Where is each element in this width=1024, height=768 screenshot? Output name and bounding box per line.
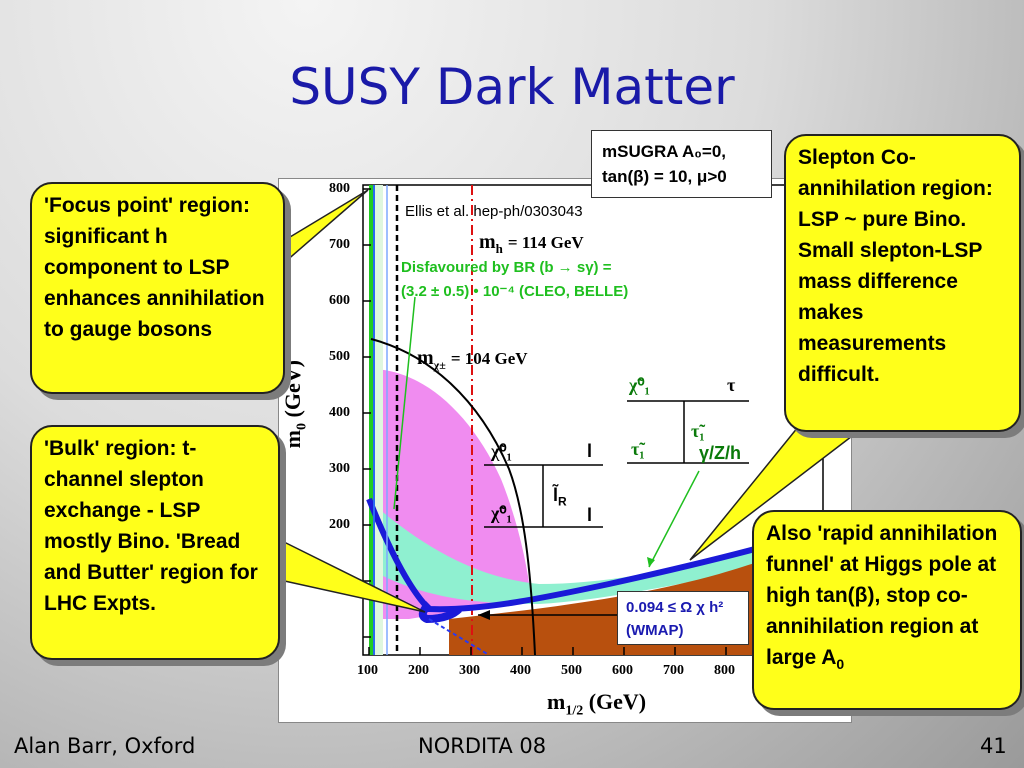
y-tick-700: 700 — [329, 237, 350, 252]
y-tick-300: 300 — [329, 461, 350, 476]
y-tick-200: 200 — [329, 517, 350, 532]
disfavoured-line1: Disfavoured by BR (b → sγ) = — [401, 259, 612, 276]
x-tick-700: 700 — [663, 663, 684, 678]
x-axis-title: m1/2 (GeV) — [547, 689, 647, 719]
mh-label: mh = 114 GeV — [479, 231, 584, 256]
pink-boundary — [370, 338, 536, 656]
disfavoured-arrow — [393, 296, 416, 510]
wmap-line2: (WMAP) — [626, 622, 684, 639]
msugra-line1: mSUGRA A₀=0, — [602, 142, 727, 161]
callout-focus-point: 'Focus point' region: significant h comp… — [30, 182, 285, 394]
callout-rapid-funnel: Also 'rapid annihilation funnel' at Higg… — [752, 510, 1022, 710]
x-tick-500: 500 — [561, 663, 582, 678]
footer-author: Alan Barr, Oxford — [14, 734, 196, 758]
callout-slepton-coannihilation: Slepton Co-annihilation region: LSP ~ pu… — [784, 134, 1021, 432]
x-tick-200: 200 — [408, 663, 429, 678]
wmap-line1: 0.094 ≤ Ω χ h² — [626, 599, 724, 616]
diag2-tau-top: τ — [727, 375, 736, 395]
x-tick-300: 300 — [459, 663, 480, 678]
diag1-l-bottom: l — [587, 505, 593, 525]
slide-title: SUSY Dark Matter — [289, 58, 735, 116]
y-tick-800: 800 — [329, 181, 350, 196]
x-tick-100: 100 — [357, 663, 378, 678]
wmap-constraint-box: 0.094 ≤ Ω χ h² (WMAP) — [617, 591, 749, 645]
x-tick-800: 800 — [714, 663, 735, 678]
callout-bulk-region: 'Bulk' region: t-channel slepton exchang… — [30, 425, 280, 660]
green-strip-light — [375, 185, 383, 655]
cyan-region — [379, 509, 823, 604]
disfavoured-line2: (3.2 ± 0.5) • 10⁻⁴ (CLEO, BELLE) — [401, 283, 629, 300]
y-tick-400: 400 — [329, 405, 350, 420]
diag1-l-tilde: l̃R — [553, 485, 567, 509]
y-tick-600: 600 — [329, 293, 350, 308]
y-tick-500: 500 — [329, 349, 350, 364]
y-tick-100: 100 — [329, 573, 350, 588]
footer-conference: NORDITA 08 — [418, 734, 547, 758]
diag2-chi-top: χ̃⁰₁ — [629, 375, 650, 395]
msugra-parameters-box: mSUGRA A₀=0, tan(β) = 10, μ>0 — [591, 130, 772, 198]
diag1-chi-top: χ̃⁰₁ — [491, 441, 512, 461]
diag1-l-top: l — [587, 441, 593, 461]
diag2-gauge: γ/Z/h — [699, 443, 742, 463]
feynman-diagram-bulk — [484, 464, 603, 528]
diag2-tau-tilde-right: τ̃₁ — [691, 421, 705, 441]
diag1-chi-bottom: χ̃⁰₁ — [491, 503, 512, 523]
diag2-tau-tilde-left: τ̃₁ — [631, 439, 645, 459]
msugra-line2: tan(β) = 10, μ>0 — [602, 167, 727, 186]
blue-dashed — [428, 618, 490, 656]
mchi-label: mχ± = 104 GeV — [417, 347, 528, 372]
x-tick-600: 600 — [612, 663, 633, 678]
footer-page-number: 41 — [980, 734, 1007, 758]
green-arrowhead — [647, 557, 655, 567]
reference-label: Ellis et al. hep-ph/0303043 — [405, 203, 583, 220]
x-tick-400: 400 — [510, 663, 531, 678]
